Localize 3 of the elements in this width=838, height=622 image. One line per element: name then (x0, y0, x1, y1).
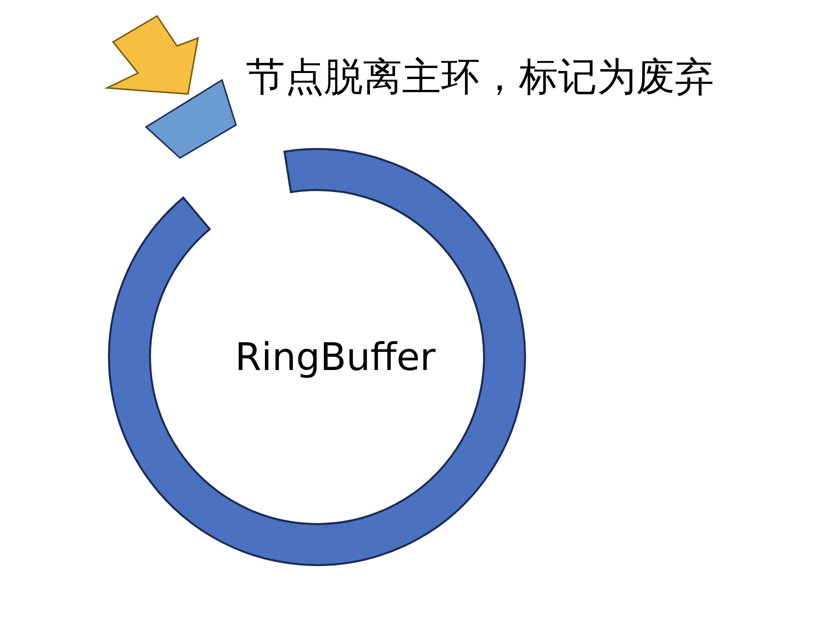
detached-segment (144, 78, 237, 159)
note-text: 节点脱离主环，标记为废弃 (246, 54, 714, 102)
ring-label: RingBuffer (235, 335, 436, 379)
